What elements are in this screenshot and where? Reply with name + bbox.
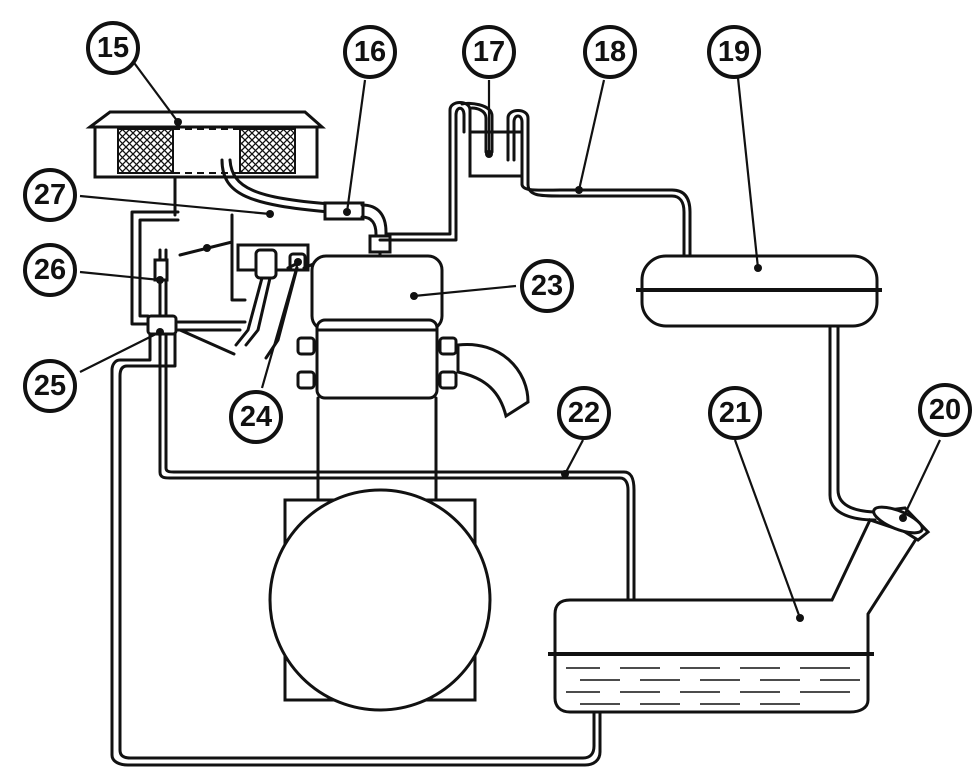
callout-16: 16 (343, 25, 397, 79)
callout-26: 26 (23, 243, 77, 297)
callout-23-label: 23 (531, 270, 563, 302)
callout-24: 24 (229, 390, 283, 444)
oil-sump (548, 518, 921, 714)
callout-19: 19 (707, 25, 761, 79)
callout-25: 25 (23, 359, 77, 413)
callout-27-label: 27 (34, 179, 66, 211)
callout-23: 23 (520, 259, 574, 313)
callout-16-label: 16 (354, 36, 386, 68)
engine-block (268, 254, 530, 712)
callout-26-label: 26 (34, 254, 66, 286)
filler-cap (868, 505, 931, 542)
callout-15-label: 15 (97, 32, 129, 64)
upper-tank (636, 254, 882, 328)
callout-17-label: 17 (473, 36, 505, 68)
callout-19-label: 19 (718, 36, 750, 68)
callout-20-label: 20 (929, 394, 961, 426)
callout-20: 20 (918, 383, 972, 437)
callout-22-label: 22 (568, 397, 600, 429)
callout-25-label: 25 (34, 370, 66, 402)
piping (110, 101, 880, 767)
callout-21-label: 21 (719, 397, 751, 429)
check-valve (146, 258, 178, 336)
callout-17: 17 (462, 25, 516, 79)
leader-lines (79, 59, 941, 622)
callout-24-label: 24 (240, 401, 272, 433)
air-filter (85, 110, 326, 217)
callout-18: 18 (583, 25, 637, 79)
callout-18-label: 18 (594, 36, 626, 68)
callout-27: 27 (23, 168, 77, 222)
callout-22: 22 (557, 386, 611, 440)
callout-21: 21 (708, 386, 762, 440)
callout-15: 15 (86, 21, 140, 75)
